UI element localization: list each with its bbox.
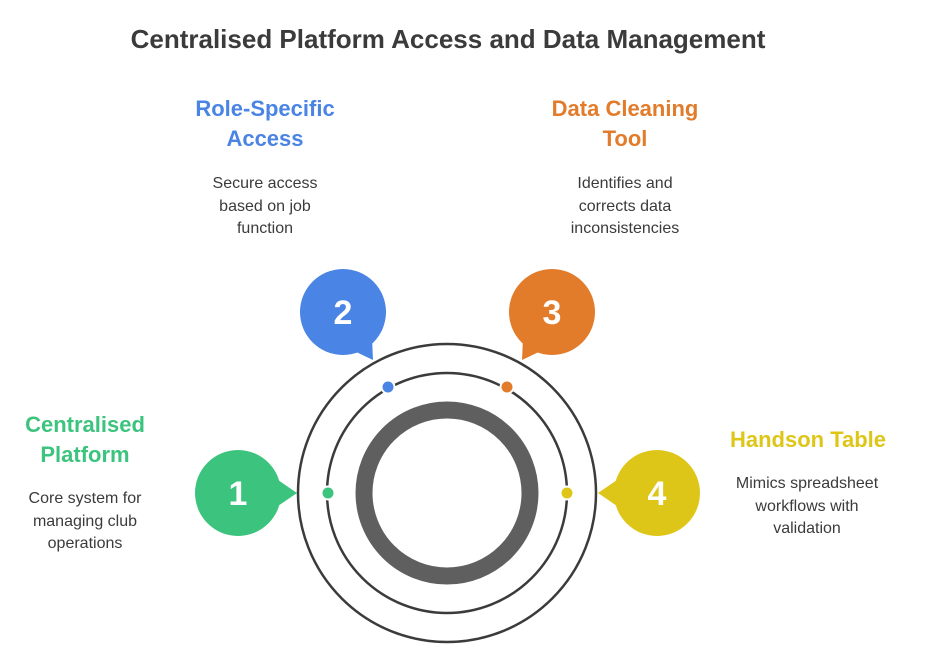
marker-step3 bbox=[499, 379, 515, 395]
marker-step2 bbox=[380, 379, 396, 395]
step4-description: Mimics spreadsheet workflows with valida… bbox=[735, 475, 879, 537]
inner-ring bbox=[355, 401, 539, 585]
step3-title: Data Cleaning Tool bbox=[551, 96, 699, 151]
step4-bubble: 4 bbox=[598, 450, 700, 536]
step3-number: 3 bbox=[543, 294, 562, 332]
step4-title: Handson Table bbox=[729, 427, 887, 452]
step2-title: Role-Specific Access bbox=[195, 96, 335, 151]
step1-number: 1 bbox=[229, 475, 248, 513]
step2-bubble: 2 bbox=[300, 269, 386, 360]
marker-step4 bbox=[559, 485, 575, 501]
page-title: Centralised Platform Access and Data Man… bbox=[130, 24, 766, 54]
step1-bubble: 1 bbox=[195, 450, 297, 536]
step2-number: 2 bbox=[334, 294, 353, 332]
step1-description: Core system for managing club operations bbox=[28, 490, 142, 552]
step1-title: Centralised Platform bbox=[25, 412, 145, 467]
step4-number: 4 bbox=[648, 475, 667, 513]
step3-bubble: 3 bbox=[509, 269, 595, 360]
marker-step1 bbox=[320, 485, 336, 501]
outer-ring bbox=[296, 342, 598, 644]
step3-description: Identifies and corrects data inconsisten… bbox=[570, 175, 680, 237]
step2-description: Secure access based on job function bbox=[212, 175, 318, 237]
